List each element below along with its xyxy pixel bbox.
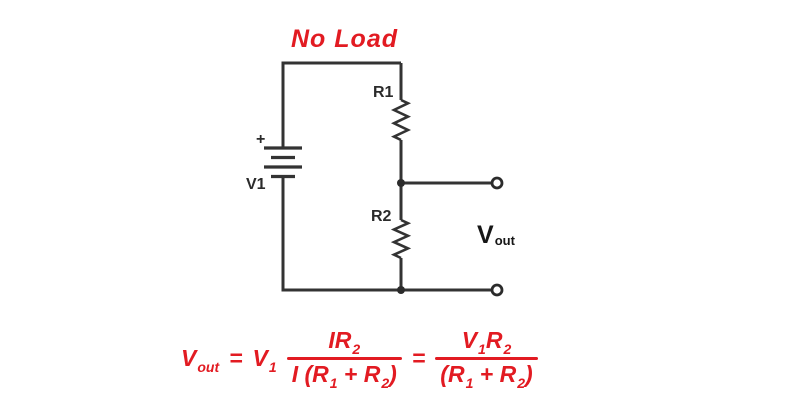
junction-dot-output <box>397 179 405 187</box>
frac2-num-p1: V <box>461 327 478 354</box>
frac1-den-p1: I (R <box>291 361 329 387</box>
frac1-den-p2: + R <box>337 361 381 387</box>
formula-coefficient: V1 <box>252 344 277 375</box>
frac2-den-s1: 1 <box>465 375 474 391</box>
output-voltage-label: Vout <box>477 221 515 250</box>
frac2-num-s2: 2 <box>503 341 512 358</box>
frac2-den-p3: ) <box>524 361 533 387</box>
formula-equals-2: = <box>411 344 426 371</box>
battery-symbol: + <box>256 131 302 179</box>
frac1-num-base: IR <box>328 327 352 354</box>
frac2-num-s1: 1 <box>478 341 486 358</box>
fraction2-bar <box>435 357 538 360</box>
battery-plus-sign: + <box>256 131 265 148</box>
vout-subscript: out <box>494 233 515 248</box>
resistor-label-r1: R1 <box>373 84 394 101</box>
output-terminal-top <box>490 176 504 190</box>
fraction2-denominator: (R1 + R2) <box>435 361 537 391</box>
formula-fraction-current: IR2 I (R1 + R2) <box>286 327 402 391</box>
resistor-label-r2: R2 <box>371 208 392 225</box>
source-label-v1: V1 <box>246 176 266 193</box>
frac2-num-p2: R <box>485 327 503 354</box>
formula-equals-1: = <box>229 344 243 371</box>
resistor-r2 <box>390 218 412 260</box>
frac2-den-p1: (R <box>440 361 465 387</box>
formula-lhs: Vout <box>181 344 220 375</box>
fraction1-numerator: IR2 <box>323 327 365 358</box>
diagram-title: No Load <box>291 25 398 53</box>
wire-bottom-left <box>281 176 492 292</box>
resistor-r1 <box>390 98 412 142</box>
wire-top-left <box>281 61 401 148</box>
formula-coef-sub: 1 <box>268 358 277 375</box>
junction-dot-ground <box>397 286 405 294</box>
frac1-num-sub: 2 <box>352 341 361 358</box>
voltage-divider-formula: Vout = V1 IR2 I (R1 + R2) = V1R2 (R1 + R… <box>181 326 538 391</box>
formula-fraction-simplified: V1R2 (R1 + R2) <box>435 327 538 391</box>
formula-coef-base: V <box>252 344 268 371</box>
frac1-den-s1: 1 <box>329 375 338 391</box>
fraction1-denominator: I (R1 + R2) <box>287 361 402 391</box>
formula-lhs-sub: out <box>197 358 220 375</box>
output-terminal-bottom <box>490 283 504 297</box>
frac2-den-s2: 2 <box>517 375 525 391</box>
fraction2-numerator: V1R2 <box>457 327 517 358</box>
formula-lhs-base: V <box>181 344 197 371</box>
frac1-den-p3: ) <box>389 361 397 387</box>
frac1-den-s2: 2 <box>381 375 390 391</box>
frac2-den-p2: + R <box>473 361 517 387</box>
vout-base: V <box>477 221 494 249</box>
fraction1-bar <box>286 357 402 360</box>
